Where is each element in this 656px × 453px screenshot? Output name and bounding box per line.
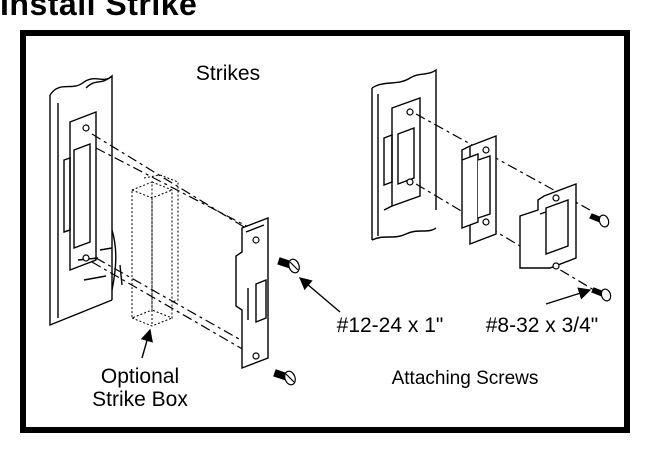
screw-large-top	[277, 257, 300, 274]
label-screw-large: #12-24 x 1"	[337, 314, 444, 337]
section-heading: Install Strike	[0, 0, 198, 22]
box-strike-right	[461, 134, 497, 246]
screw-small-bottom	[591, 287, 612, 302]
arrow-strike-box	[140, 328, 153, 359]
screw-large-bottom	[273, 369, 296, 386]
screw-small-top	[589, 213, 610, 228]
arrow-screw-small	[545, 287, 592, 305]
label-optional: Optional	[101, 365, 179, 388]
label-screw-small: #8-32 x 3/4"	[486, 314, 599, 337]
diagram-frame	[20, 30, 630, 433]
strike-plate-large	[235, 216, 269, 370]
label-strike-box: Strike Box	[92, 388, 188, 411]
arrow-screw-large	[299, 277, 341, 313]
door-jamb-right	[371, 68, 437, 241]
label-attaching-screws: Attaching Screws	[392, 368, 539, 389]
jamb-hole-bottom	[82, 254, 90, 262]
strike-plate-small	[519, 182, 577, 269]
door-jamb-left	[49, 74, 123, 327]
optional-strike-box	[131, 174, 179, 327]
projection-lines-left	[91, 133, 263, 359]
projection-lines-right	[415, 113, 595, 291]
jamb-hole-top	[82, 124, 90, 132]
label-strikes: Strikes	[196, 62, 260, 85]
